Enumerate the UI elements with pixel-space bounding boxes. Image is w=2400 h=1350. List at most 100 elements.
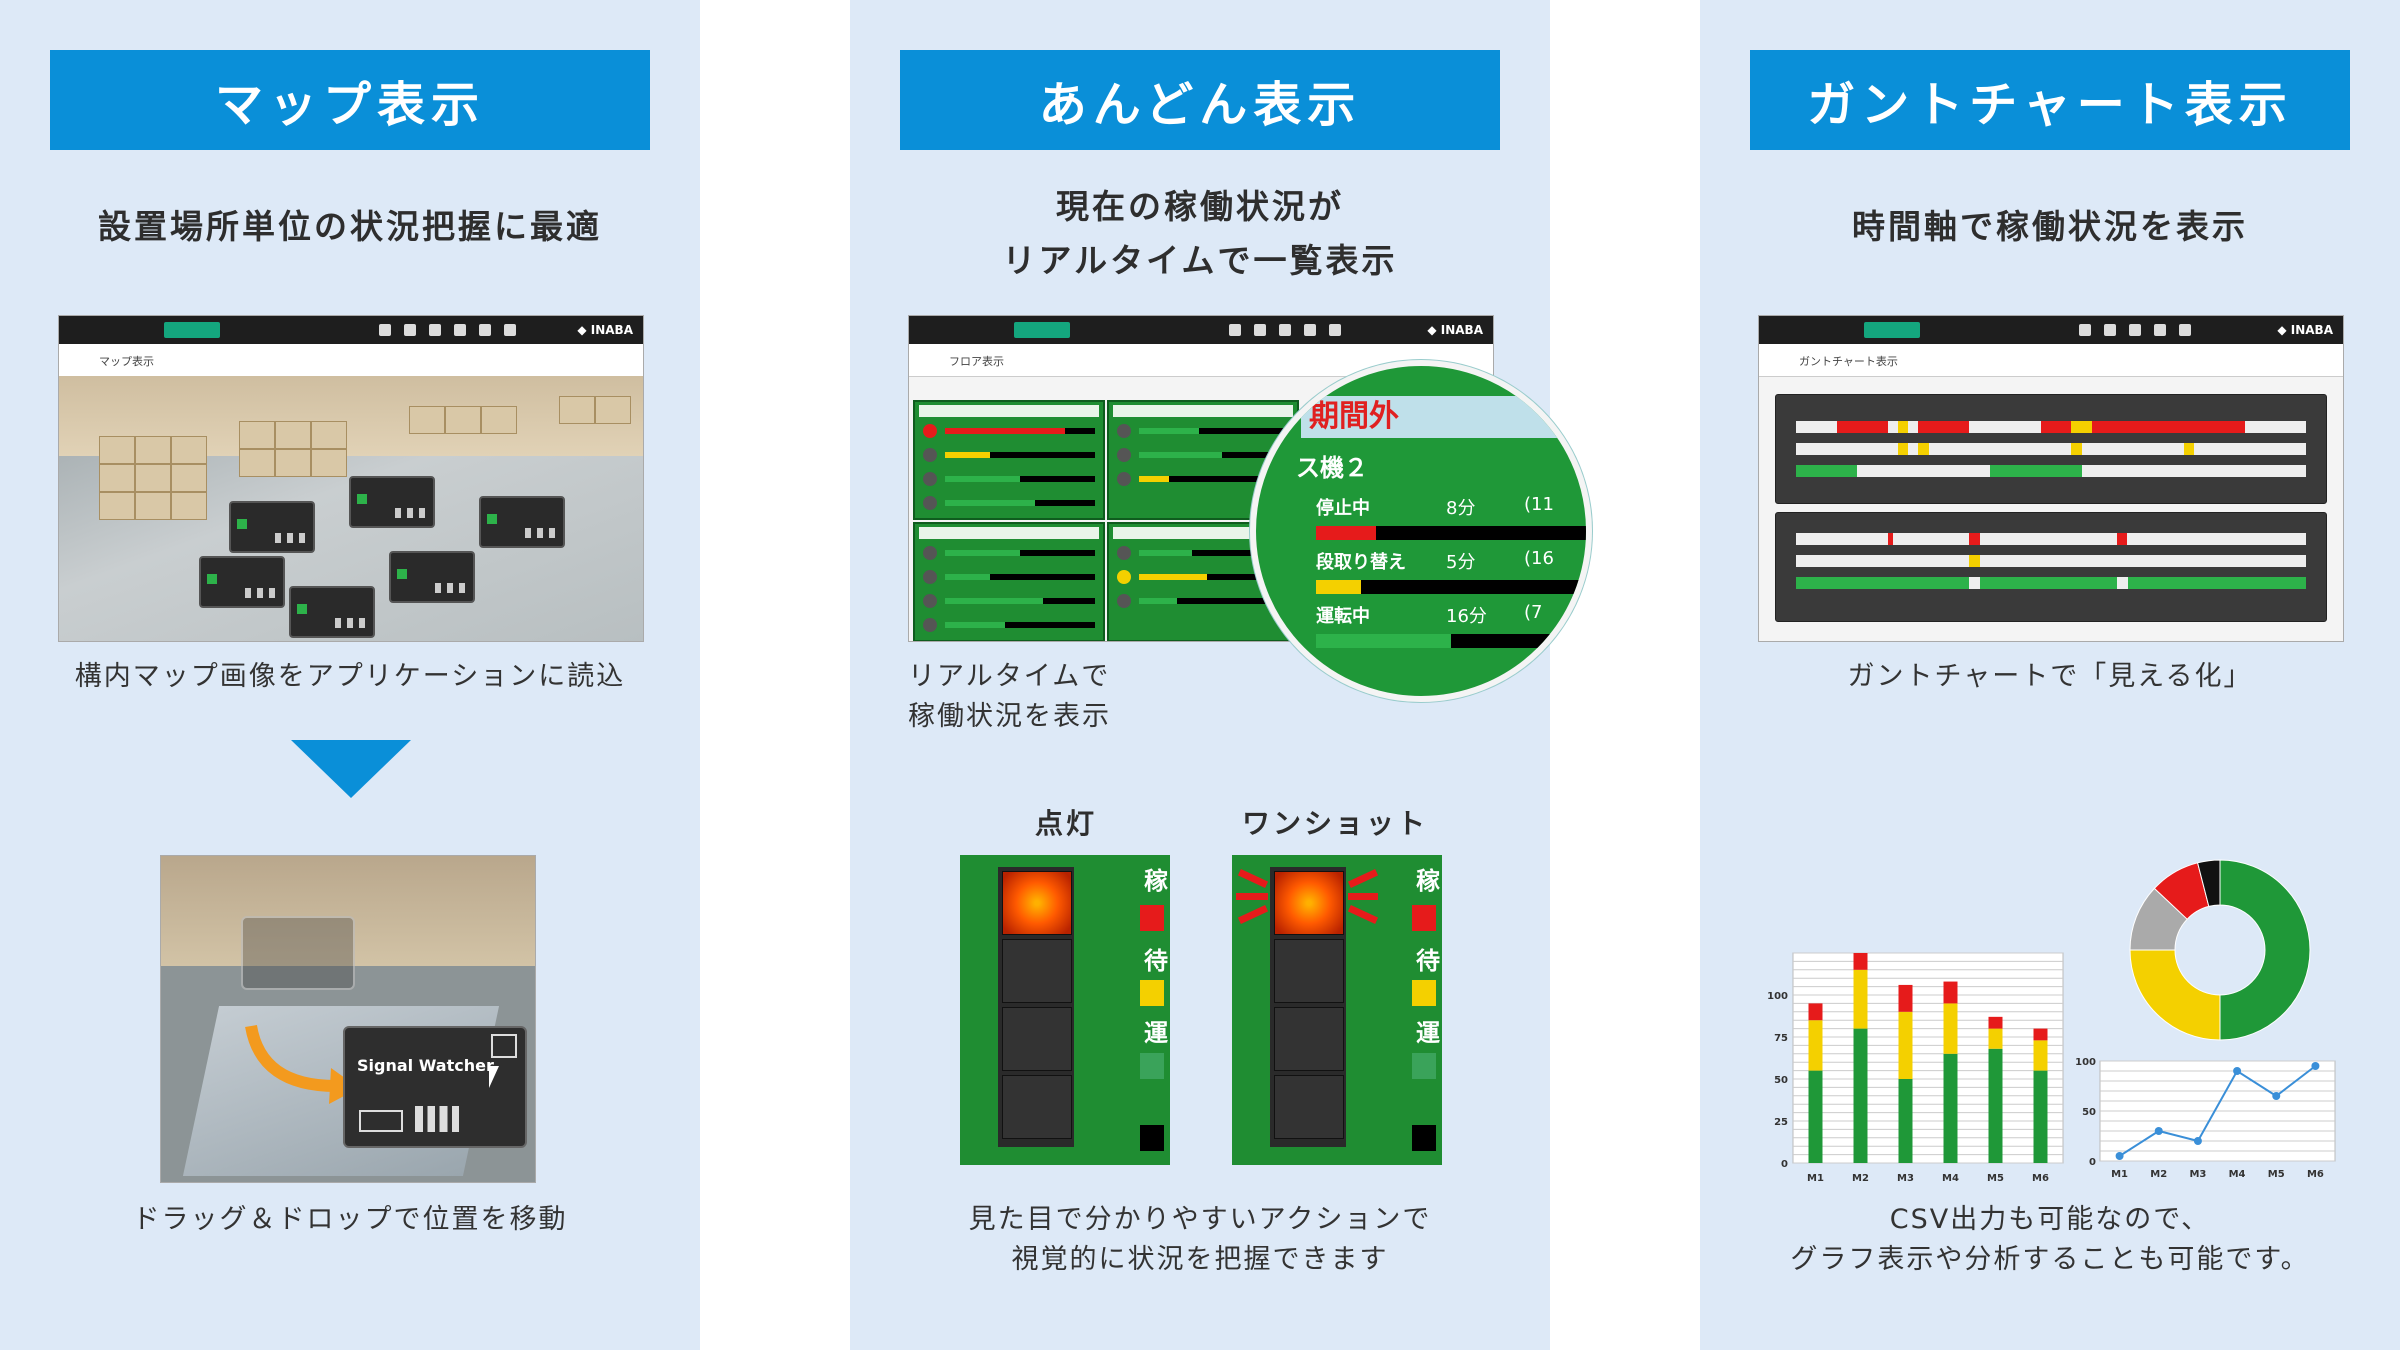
x-tick-label: M4 bbox=[2229, 1169, 2246, 1180]
bar-segment bbox=[1943, 1003, 1958, 1054]
bar-segment bbox=[1988, 1048, 2003, 1163]
zoom-row-bar bbox=[1316, 526, 1586, 540]
drag-drop-image: Signal Watcher bbox=[160, 855, 536, 1183]
map-view-header: マップ表示 bbox=[50, 50, 650, 150]
bar-segment bbox=[1808, 1020, 1823, 1071]
x-tick-label: M6 bbox=[2307, 1169, 2324, 1180]
map-screenshot: ◆ INABA マップ表示 bbox=[58, 315, 644, 642]
x-tick-label: M2 bbox=[1852, 1173, 1869, 1184]
gantt-screen-label: ガントチャート表示 bbox=[1799, 355, 1898, 368]
app-toolbar: ◆ INABA bbox=[1759, 316, 2343, 344]
gantt-panel[interactable] bbox=[1775, 512, 2327, 622]
zoom-title: 期間外 bbox=[1301, 396, 1586, 438]
x-tick-label: M1 bbox=[1807, 1173, 1824, 1184]
x-tick-label: M6 bbox=[2032, 1173, 2049, 1184]
bar-segment bbox=[2033, 1028, 2048, 1041]
zoom-row-value: 16分 bbox=[1446, 606, 1487, 627]
app-toolbar: ◆ INABA bbox=[909, 316, 1493, 344]
gantt-view-column: ガントチャート表示 時間軸で稼働状況を表示 ◆ INABA ガントチャート表示 … bbox=[1700, 0, 2400, 1350]
donut-slice bbox=[2129, 949, 2221, 1041]
x-tick-label: M3 bbox=[2189, 1169, 2206, 1180]
andon-caption2-line1: 見た目で分かりやすいアクションで bbox=[968, 1204, 1432, 1235]
bar-segment bbox=[1853, 953, 1868, 970]
data-point bbox=[2272, 1092, 2281, 1100]
cursor-icon bbox=[489, 1066, 499, 1088]
andon-caption-line1: リアルタイムで bbox=[908, 661, 1111, 692]
lit-label: 点灯 bbox=[1035, 807, 1098, 840]
bar-segment bbox=[1988, 1016, 2003, 1029]
bar-segment bbox=[1898, 1079, 1913, 1163]
bar-segment bbox=[1808, 1070, 1823, 1163]
donut-chart bbox=[2129, 859, 2311, 1041]
bar-segment bbox=[1988, 1028, 2003, 1049]
x-tick-label: M4 bbox=[1942, 1173, 1959, 1184]
zoom-row-label: 停止中 bbox=[1316, 498, 1370, 519]
bar-segment bbox=[1943, 1053, 1958, 1163]
andon-caption2-line2: 視覚的に状況を把握できます bbox=[1011, 1244, 1389, 1275]
map-screen-label: マップ表示 bbox=[99, 355, 154, 368]
down-arrow-icon bbox=[291, 740, 411, 798]
y-tick-label: 100 bbox=[2075, 1057, 2096, 1068]
bar-segment bbox=[1943, 981, 1958, 1004]
andon-subtitle-line2: リアルタイムで一覧表示 bbox=[1002, 241, 1398, 280]
andon-subtitle-line1: 現在の稼働状況が bbox=[1056, 187, 1344, 226]
gantt-view-subtitle: 時間軸で稼働状況を表示 bbox=[1852, 207, 2248, 246]
zoom-row-bar bbox=[1316, 580, 1586, 594]
bar-segment bbox=[2033, 1040, 2048, 1071]
data-point bbox=[2193, 1137, 2202, 1145]
zoom-machine: ス機２ bbox=[1296, 454, 1368, 482]
signal-strength-icon bbox=[415, 1106, 459, 1132]
map-caption-drag: ドラッグ＆ドロップで位置を移動 bbox=[132, 1204, 568, 1235]
map-view-column: マップ表示 設置場所単位の状況把握に最適 ◆ INABA マップ表示 bbox=[0, 0, 700, 1350]
y-tick-label: 25 bbox=[1774, 1117, 1788, 1128]
bar-segment bbox=[1808, 1003, 1823, 1021]
y-tick-label: 0 bbox=[2089, 1157, 2096, 1168]
gantt-caption: ガントチャートで「見える化」 bbox=[1847, 661, 2253, 692]
data-point bbox=[2233, 1067, 2242, 1075]
map-caption-load: 構内マップ画像をアプリケーションに読込 bbox=[74, 661, 626, 692]
x-tick-label: M5 bbox=[1987, 1173, 2004, 1184]
y-tick-label: 100 bbox=[1767, 991, 1788, 1002]
donut-slice bbox=[2197, 859, 2221, 908]
bar-segment bbox=[1898, 1011, 1913, 1079]
gantt-panel[interactable] bbox=[1775, 394, 2327, 504]
data-point bbox=[2311, 1062, 2320, 1070]
gantt-view-header: ガントチャート表示 bbox=[1750, 50, 2350, 150]
y-tick-label: 75 bbox=[1774, 1033, 1788, 1044]
factory-map-image bbox=[59, 376, 643, 641]
bar-segment bbox=[1853, 1028, 1868, 1163]
gantt-screenshot: ◆ INABA ガントチャート表示 bbox=[1758, 315, 2344, 642]
andon-screen-label: フロア表示 bbox=[949, 355, 1004, 368]
data-point bbox=[2115, 1152, 2124, 1160]
bar-segment bbox=[1853, 969, 1868, 1029]
andon-panel[interactable] bbox=[913, 522, 1105, 641]
signal-watcher-label: Signal Watcher bbox=[357, 1056, 494, 1075]
andon-panel[interactable] bbox=[913, 400, 1105, 520]
y-tick-label: 0 bbox=[1781, 1159, 1788, 1170]
plot-area bbox=[1792, 952, 2064, 1164]
x-tick-label: M3 bbox=[1897, 1173, 1914, 1184]
zoom-row-label: 運転中 bbox=[1316, 606, 1370, 627]
data-point bbox=[2154, 1127, 2163, 1135]
donut-slice bbox=[2219, 859, 2311, 1041]
gantt-caption2-line1: CSV出力も可能なので、 bbox=[1889, 1204, 2211, 1235]
zoom-row-extra: (16 bbox=[1524, 548, 1554, 569]
y-tick-label: 50 bbox=[1774, 1075, 1788, 1086]
x-tick-label: M2 bbox=[2150, 1169, 2167, 1180]
signal-watcher-card[interactable]: Signal Watcher bbox=[343, 1026, 527, 1148]
x-tick-label: M1 bbox=[2111, 1169, 2128, 1180]
zoom-row-value: 8分 bbox=[1446, 498, 1476, 519]
watcher-settings-icon[interactable] bbox=[491, 1034, 517, 1058]
app-toolbar: ◆ INABA bbox=[59, 316, 643, 344]
bar-segment bbox=[1898, 984, 1913, 1012]
zoom-row-label: 段取り替え bbox=[1316, 552, 1406, 573]
series-line bbox=[2119, 1065, 2317, 1157]
bar-segment bbox=[2033, 1070, 2048, 1163]
map-view-subtitle: 設置場所単位の状況把握に最適 bbox=[98, 207, 602, 246]
gantt-caption2-line2: グラフ表示や分析することも可能です。 bbox=[1790, 1244, 2310, 1275]
oneshot-label: ワンショット bbox=[1242, 807, 1429, 840]
signal-tower-oneshot: 稼 待 運 bbox=[1232, 855, 1442, 1165]
andon-caption-line2: 稼働状況を表示 bbox=[908, 701, 1111, 732]
